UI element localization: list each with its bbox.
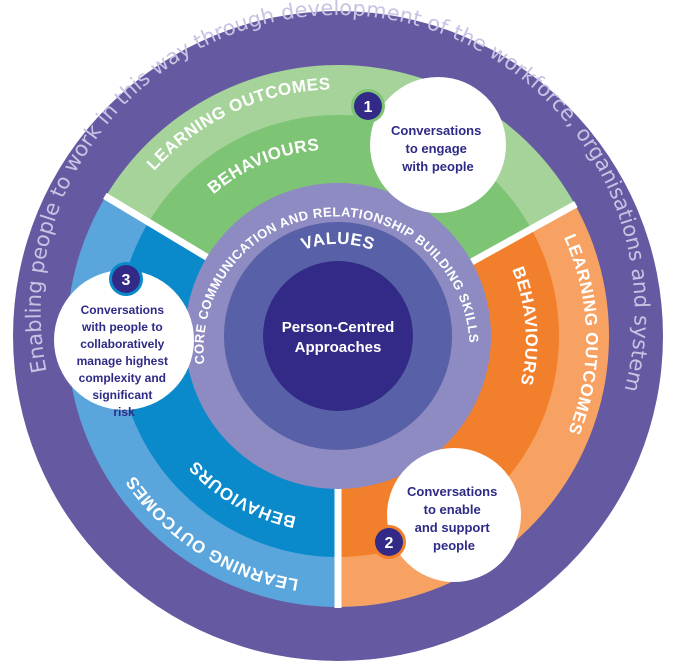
bubble-3-circle: [54, 270, 194, 410]
bubble-1-text: Conversations to engage with people: [391, 123, 485, 174]
badge-1-number: 1: [364, 99, 373, 116]
bubble-2-text: Conversations to enable and support peop…: [407, 484, 501, 553]
bubble-3-line: collaboratively: [80, 337, 164, 351]
bubble-1-line: Conversations: [391, 123, 481, 138]
bubble-1: Conversations to engage with people 1: [351, 77, 506, 213]
bubble-2-line: to enable: [424, 502, 481, 517]
bubble-3-text: Conversations with people to collaborati…: [77, 303, 172, 419]
badge-1: [354, 92, 382, 120]
badge-3: [112, 265, 140, 293]
bubble-3-line: manage highest: [77, 354, 168, 368]
badge-3-number: 3: [122, 272, 131, 289]
bubble-2-line: and support: [415, 520, 491, 535]
bubble-2: Conversations to enable and support peop…: [372, 448, 521, 582]
bubble-1-line: to engage: [405, 141, 466, 156]
bubble-3-line: complexity and: [79, 371, 166, 385]
divider-upper-left: [103, 192, 212, 262]
bubble-3-line: Conversations: [81, 303, 165, 317]
bubble-3-line: significant: [92, 388, 152, 402]
bubble-1-circle: [370, 77, 506, 213]
badge-2-number: 2: [385, 535, 394, 552]
bubble-3: Conversations with people to collaborati…: [54, 262, 194, 419]
centre-label-line-2: Approaches: [295, 339, 382, 356]
badge-2: [375, 528, 403, 556]
centre-label-line-1: Person-Centred: [282, 319, 395, 336]
centre-circle: [263, 261, 413, 411]
bubble-2-line: people: [433, 538, 475, 553]
bubble-2-line: Conversations: [407, 484, 497, 499]
bubble-3-line: risk: [113, 405, 135, 419]
divider-upper-right: [467, 201, 578, 267]
bubble-2-circle: [387, 448, 521, 582]
bubble-1-line: with people: [401, 159, 474, 174]
bubble-3-line: with people to: [81, 320, 163, 334]
sector-dividers: [103, 192, 578, 608]
